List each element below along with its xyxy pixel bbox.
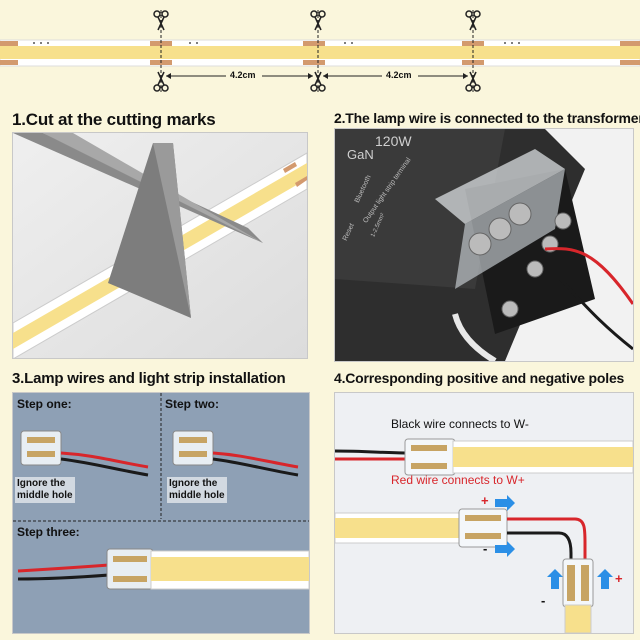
minus-sign: -: [483, 541, 488, 556]
direction-arrow-icon: [495, 495, 613, 589]
plus-sign: +: [481, 493, 489, 508]
note-line: middle hole: [169, 490, 225, 501]
black-wire-callout: Black wire connects to W-: [391, 417, 529, 431]
device-label-power: 120W: [375, 133, 412, 149]
step-three-label: Step three:: [17, 525, 80, 539]
polarity-panel: Black wire connects to W- Red wire conne…: [334, 392, 634, 634]
top-strip-area: 4.2cm 4.2cm: [0, 0, 640, 100]
section-3-title: 3.Lamp wires and light strip installatio…: [12, 370, 286, 387]
section-1-title: 1.Cut at the cutting marks: [12, 110, 216, 129]
step-two-label: Step two:: [165, 397, 219, 411]
spacing-label: 4.2cm: [386, 70, 412, 80]
cutting-photo: [12, 132, 308, 359]
installation-panel: Step one: Step two: Step three: Ignore t…: [12, 392, 310, 634]
note-line: middle hole: [17, 490, 73, 501]
step-one-label: Step one:: [17, 397, 72, 411]
ignore-hole-note-1: Ignore the middle hole: [15, 477, 75, 503]
red-wire-callout: Red wire connects to W+: [391, 473, 525, 487]
minus-sign-lower: -: [541, 593, 546, 608]
device-label-gan: GaN: [347, 147, 374, 162]
ignore-hole-note-2: Ignore the middle hole: [167, 477, 227, 503]
spacing-label: 4.2cm: [230, 70, 256, 80]
led-strip-top: [0, 10, 640, 92]
section-2-title: 2.The lamp wire is connected to the tran…: [334, 110, 640, 126]
transformer-photo: 120W GaN Output light strip terminal Res…: [334, 128, 634, 362]
note-line: Ignore the: [169, 478, 218, 489]
plus-sign-lower: +: [615, 571, 623, 586]
scissors-icon: [153, 10, 481, 92]
note-line: Ignore the: [17, 478, 66, 489]
section-4-title: 4.Corresponding positive and negative po…: [334, 370, 625, 386]
